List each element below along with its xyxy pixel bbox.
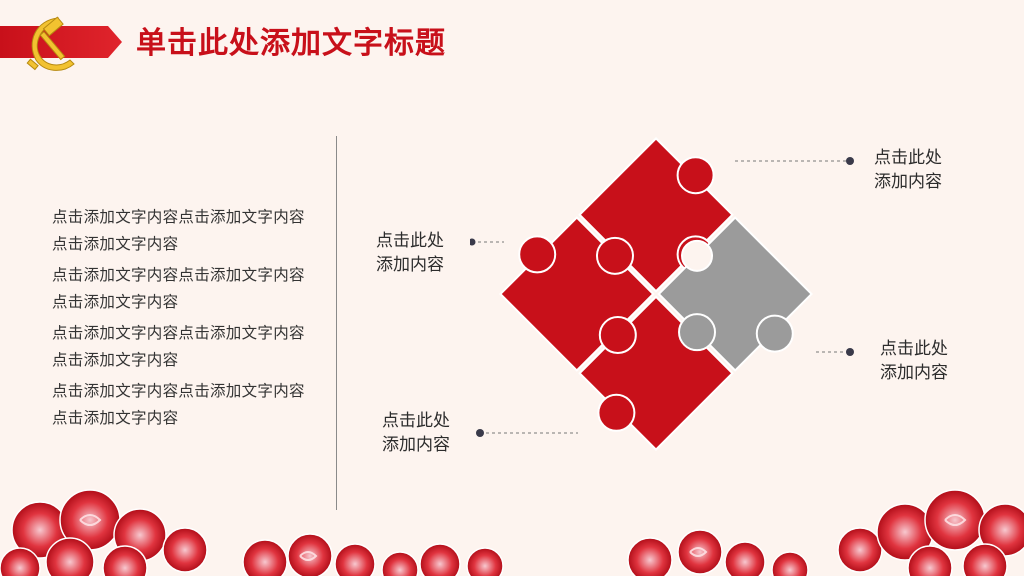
vertical-divider: [336, 136, 337, 510]
leader-lines: [472, 160, 850, 434]
body-paragraph[interactable]: 点击添加文字内容点击添加文字内容点击添加文字内容: [52, 208, 305, 253]
callout-top-right[interactable]: 点击此处 添加内容: [874, 148, 942, 192]
header-banner: [0, 16, 122, 71]
callout-left[interactable]: 点击此处 添加内容: [376, 231, 444, 275]
decorative-clouds: [0, 489, 1024, 576]
puzzle-piece-right[interactable]: [635, 207, 825, 397]
body-paragraph[interactable]: 点击添加文字内容点击添加文字内容点击添加文字内容: [52, 324, 305, 369]
body-paragraph[interactable]: 点击添加文字内容点击添加文字内容点击添加文字内容: [52, 266, 305, 311]
body-paragraph[interactable]: 点击添加文字内容点击添加文字内容点击添加文字内容: [52, 382, 305, 427]
text-block: 点击添加文字内容点击添加文字内容点击添加文字内容 点击添加文字内容点击添加文字内…: [52, 204, 312, 436]
hammer-sickle-icon: [26, 16, 75, 71]
callout-right[interactable]: 点击此处 添加内容: [880, 339, 948, 383]
page-title[interactable]: 单击此处添加文字标题: [136, 26, 446, 61]
callout-bottom[interactable]: 点击此处 添加内容: [382, 411, 450, 455]
puzzle-graphic: [470, 137, 854, 451]
